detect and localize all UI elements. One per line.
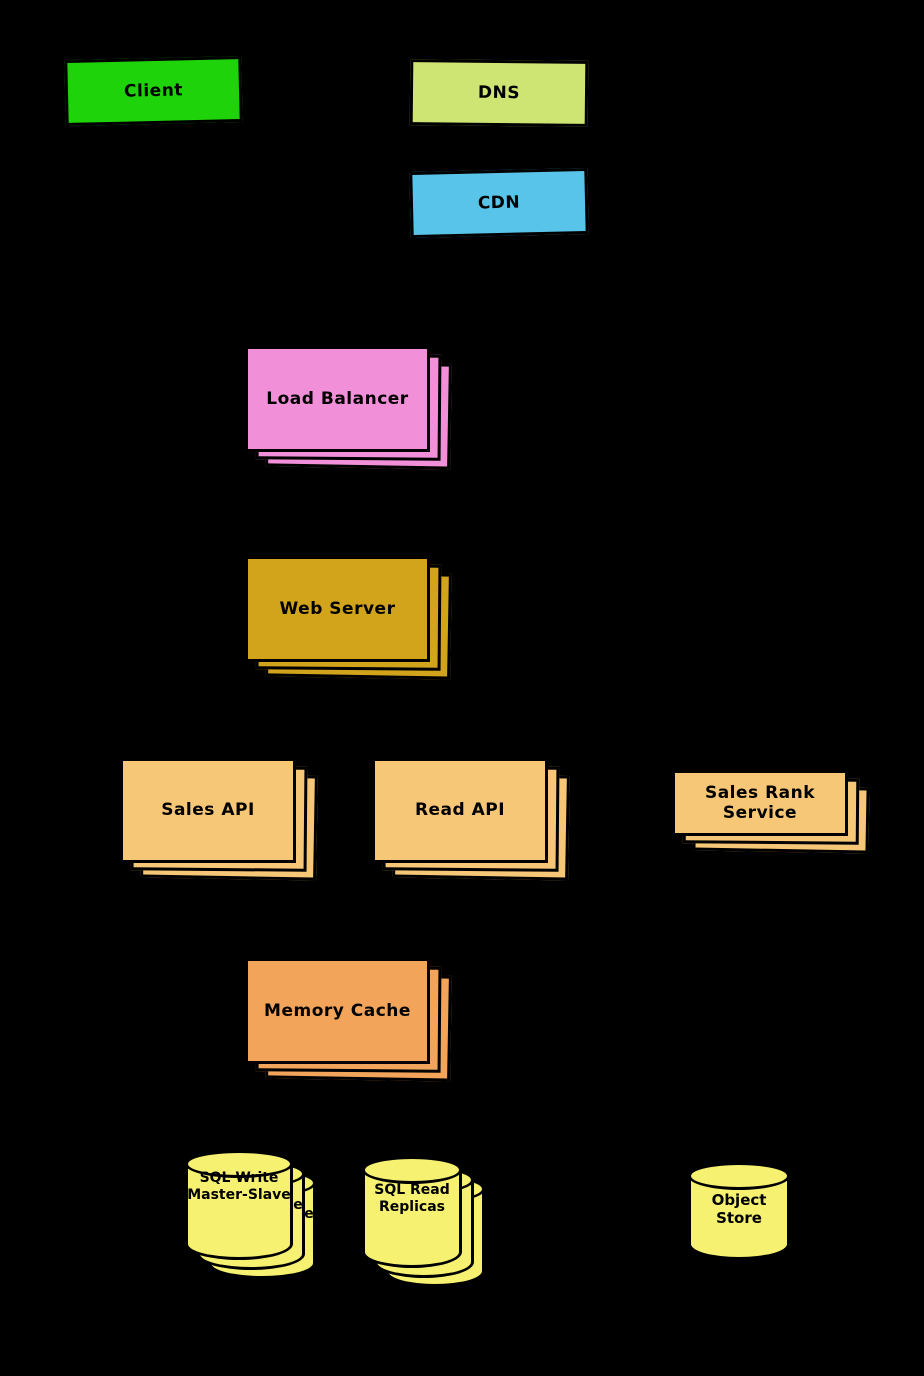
node-client-label: Client — [123, 80, 184, 102]
node-dns-face: DNS — [409, 59, 589, 127]
node-memory-cache: Memory Cache — [245, 958, 452, 1082]
node-cdn: CDN — [409, 167, 589, 239]
cylinder-body — [185, 1164, 293, 1260]
node-client-face: Client — [64, 56, 243, 126]
cylinder-body — [688, 1176, 790, 1260]
node-sales-rank-service-label: Sales Rank Service — [704, 782, 816, 823]
node-sql-write-master-slave: SQL Write Master-Slave SQL Write Master-… — [185, 1150, 316, 1279]
node-memory-cache-label: Memory Cache — [264, 1000, 411, 1021]
node-load-balancer-face: Load Balancer — [245, 346, 430, 452]
node-object-store: Object Store — [688, 1162, 790, 1260]
node-cdn-face: CDN — [409, 167, 589, 239]
cylinder-top — [362, 1156, 462, 1184]
node-sql-read-label: SQL Read Replicas — [374, 1182, 450, 1215]
node-object-store-label: Object Store — [711, 1191, 767, 1227]
node-sales-api-label: Sales API — [161, 800, 255, 821]
node-sql-write-label: SQL Write Master-Slave — [187, 1170, 291, 1203]
node-web-server-label: Web Server — [279, 598, 396, 619]
node-sales-rank-service-face: Sales Rank Service — [672, 770, 848, 836]
node-cdn-label: CDN — [477, 192, 521, 214]
node-sales-rank-service: Sales Rank Service — [672, 770, 870, 854]
node-dns-label: DNS — [477, 82, 521, 104]
node-web-server: Web Server — [245, 556, 452, 680]
node-sales-api-face: Sales API — [120, 758, 296, 863]
node-load-balancer-label: Load Balancer — [266, 388, 409, 409]
node-memory-cache-face: Memory Cache — [245, 958, 430, 1064]
node-dns: DNS — [409, 59, 589, 127]
node-object-store-face: Object Store — [688, 1162, 790, 1260]
node-read-api: Read API — [372, 758, 570, 881]
node-sql-read-replicas: SQL Read Replicas — [362, 1156, 485, 1287]
cylinder-body — [362, 1170, 462, 1268]
cylinder-top — [185, 1150, 293, 1178]
node-read-api-face: Read API — [372, 758, 548, 863]
node-sales-api: Sales API — [120, 758, 318, 881]
node-client: Client — [64, 56, 243, 126]
node-web-server-face: Web Server — [245, 556, 430, 662]
node-load-balancer: Load Balancer — [245, 346, 452, 470]
node-sql-read-face: SQL Read Replicas — [362, 1156, 462, 1268]
cylinder-top — [688, 1162, 790, 1190]
node-sql-write-face: SQL Write Master-Slave — [185, 1150, 293, 1260]
node-read-api-label: Read API — [414, 800, 506, 821]
